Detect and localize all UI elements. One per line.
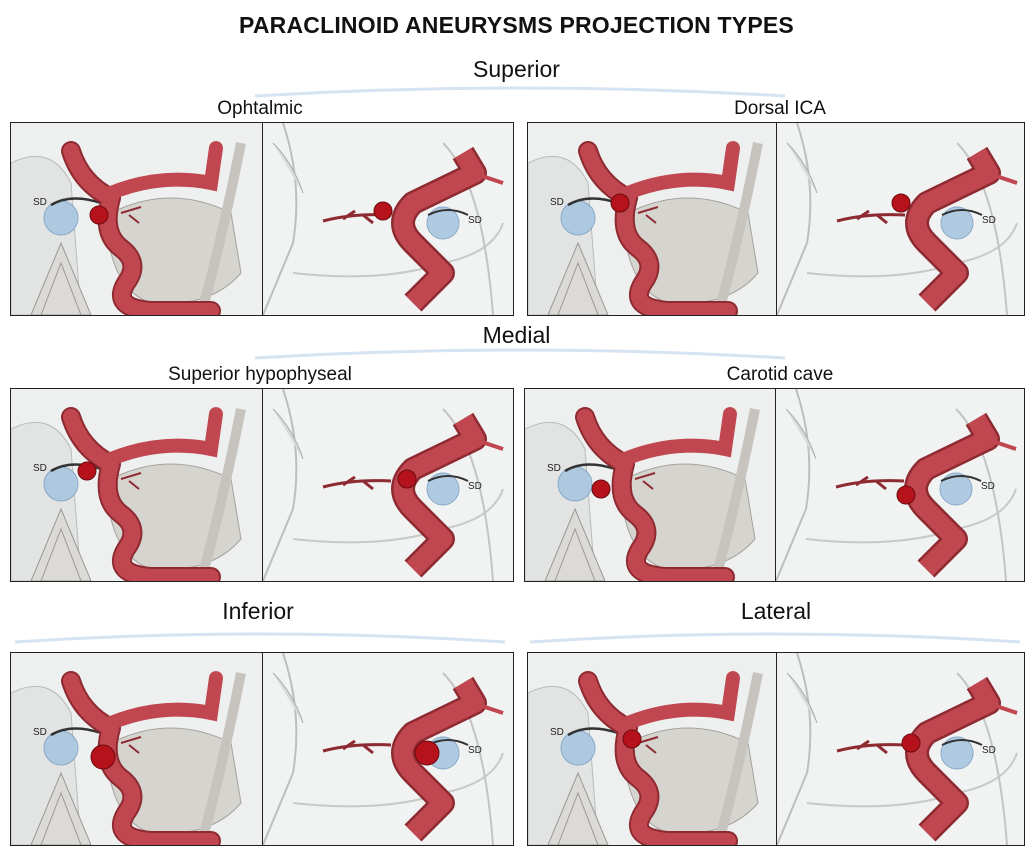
arc-lateral bbox=[525, 628, 1025, 646]
arc-medial bbox=[250, 344, 790, 362]
panel-lateral: SD SD bbox=[527, 652, 1025, 846]
panel-dorsal-ica-lateral-view: SD bbox=[776, 123, 1025, 315]
sd-label: SD bbox=[982, 215, 996, 226]
panel-superior-hypophyseal-anterior-view: SD bbox=[11, 389, 262, 581]
panel-ophtalmic: SD SD bbox=[10, 122, 514, 316]
arc-inferior bbox=[10, 628, 510, 646]
panel-inferior-lateral-view: SD bbox=[262, 653, 514, 845]
heading-superior: Superior bbox=[0, 56, 1033, 83]
panel-dorsal-ica: SD SD bbox=[527, 122, 1025, 316]
sd-label: SD bbox=[550, 727, 564, 738]
sd-label: SD bbox=[468, 215, 482, 226]
label-ophtalmic: Ophtalmic bbox=[160, 98, 360, 120]
sd-label: SD bbox=[468, 481, 482, 492]
label-dorsal-ica: Dorsal ICA bbox=[680, 98, 880, 120]
panel-inferior: SD SD bbox=[10, 652, 514, 846]
panel-superior-hypophyseal: SD SD bbox=[10, 388, 514, 582]
figure-title: PARACLINOID ANEURYSMS PROJECTION TYPES bbox=[0, 12, 1033, 39]
panel-carotid-cave-lateral-view: SD bbox=[775, 389, 1025, 581]
panel-lateral-anterior-view: SD bbox=[528, 653, 776, 845]
heading-inferior: Inferior bbox=[158, 598, 358, 625]
label-carotid-cave: Carotid cave bbox=[680, 364, 880, 386]
sd-label: SD bbox=[33, 197, 47, 208]
sd-label: SD bbox=[468, 745, 482, 756]
heading-lateral: Lateral bbox=[676, 598, 876, 625]
panel-dorsal-ica-anterior-view: SD bbox=[528, 123, 776, 315]
sd-label: SD bbox=[981, 481, 995, 492]
sd-label: SD bbox=[550, 197, 564, 208]
panel-superior-hypophyseal-lateral-view: SD bbox=[262, 389, 514, 581]
sd-label: SD bbox=[547, 463, 561, 474]
panel-carotid-cave: SD SD bbox=[524, 388, 1025, 582]
panel-carotid-cave-anterior-view: SD bbox=[525, 389, 775, 581]
sd-label: SD bbox=[33, 463, 47, 474]
label-superior-hypophyseal: Superior hypophyseal bbox=[130, 364, 390, 386]
panel-ophtalmic-anterior-view: SD bbox=[11, 123, 262, 315]
panel-inferior-anterior-view: SD bbox=[11, 653, 262, 845]
sd-label: SD bbox=[33, 727, 47, 738]
sd-label: SD bbox=[982, 745, 996, 756]
panel-ophtalmic-lateral-view: SD bbox=[262, 123, 514, 315]
panel-lateral-lateral-view: SD bbox=[776, 653, 1025, 845]
